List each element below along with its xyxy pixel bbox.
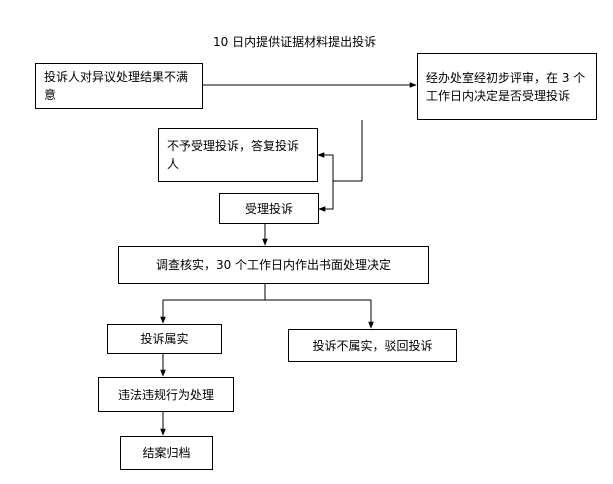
- arrow-review-to-reject: [317, 152, 362, 182]
- arrow-review-to-accept: [318, 181, 334, 212]
- node-violation: 违法违规行为处理: [98, 377, 234, 412]
- node-accept: 受理投诉: [219, 193, 319, 224]
- node-unsubstantiated: 投诉不属实，驳回投诉: [288, 329, 457, 362]
- node-archive: 结案归档: [120, 436, 213, 470]
- node-investigate: 调查核实，30 个工作日内作出书面处理决定: [118, 246, 429, 284]
- node-review: 经办处室经初步评审，在 3 个工作日内决定是否受理投诉: [417, 53, 597, 120]
- node-substantiated: 投诉属实: [107, 324, 222, 354]
- diagram-caption: 10 日内提供证据材料提出投诉: [213, 35, 377, 49]
- node-reject: 不予受理投诉，答复投诉人: [158, 128, 318, 182]
- node-complaint: 投诉人对异议处理结果不满意: [35, 63, 203, 109]
